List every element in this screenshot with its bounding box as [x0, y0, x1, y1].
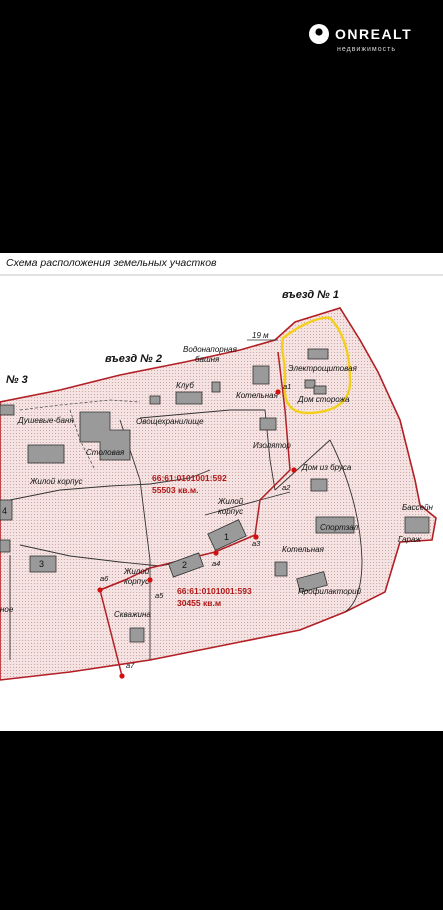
point-label-a5: а5: [155, 591, 164, 600]
building-electroshchitovaya: [307, 348, 329, 360]
label-kotelnaya-top: Котельная: [236, 391, 279, 400]
point-a5: [147, 577, 153, 583]
label-skvazhina: Скважина: [114, 610, 151, 619]
buildings: [0, 348, 430, 643]
point-label-a6: а6: [100, 574, 109, 583]
entrance-1: въезд № 1: [282, 289, 339, 301]
boundary-points: [97, 389, 297, 679]
point-label-a3: а3: [252, 539, 261, 548]
building-vodonapornaya: [211, 381, 221, 393]
building-stolovaya: [79, 411, 131, 461]
label-zhiloy-korpus-left: Жилой корпус: [29, 477, 83, 486]
building-stolovaya-annex: [27, 444, 65, 464]
label-bashnya: башня: [195, 355, 220, 364]
label-sportzal: Спортзал: [320, 523, 359, 532]
building-dom-storozha: [313, 385, 327, 395]
building-skvazhina: [129, 627, 145, 643]
label-zhiloy-low-1: Жилой: [123, 567, 150, 576]
watermark: ONREALT недвижимость: [309, 24, 412, 53]
watermark-brand: ONREALT: [335, 26, 412, 42]
point-label-a2: а2: [282, 483, 291, 492]
parcel-592-cadastral: 66:61:0101001:592: [152, 473, 227, 483]
building-number-3: 3: [39, 559, 44, 569]
label-dom-storozha: Дом сторожа: [297, 395, 350, 404]
parcel-593-area: 30455 кв.м: [177, 598, 221, 608]
label-basseyn: Бассейн: [402, 503, 434, 512]
point-a7: [119, 673, 125, 679]
building-number-4: 4: [2, 506, 7, 516]
building-klub: [175, 391, 203, 405]
map-title: Схема расположения земельных участков: [6, 257, 217, 269]
label-zhiloy-mid-2: корпус: [218, 507, 243, 516]
building-3: [29, 555, 57, 573]
building-number-2: 2: [182, 560, 187, 570]
distance-label: 19 м: [252, 331, 269, 340]
label-zhiloy-mid-1: Жилой: [217, 497, 244, 506]
highlight-dom-storozha: [280, 316, 352, 415]
label-electroshchitovaya: Электрощитовая: [288, 364, 358, 373]
entrance-3: № 3: [6, 374, 28, 386]
label-vodonapornaya: Водонапорная: [183, 345, 238, 354]
label-dom-iz-brusa: Дом из бруса: [301, 463, 352, 472]
building-kotelnaya-top: [252, 365, 270, 385]
label-izolyator: Изолятор: [253, 441, 291, 450]
label-zhiloy-low-2: корпус: [124, 577, 149, 586]
point-a4: [213, 550, 219, 556]
building-basseyn: [404, 516, 430, 534]
building-2: [168, 552, 204, 578]
point-label-a4: а4: [212, 559, 220, 568]
parcel-593-cadastral: 66:61:0101001:593: [177, 586, 252, 596]
point-a3: [253, 534, 259, 540]
label-garazh: Гараж: [398, 535, 421, 544]
label-kotelnaya-bottom: Котельная: [282, 545, 325, 554]
point-a2: [291, 467, 297, 473]
parcel-592-area: 55503 кв.м.: [152, 485, 199, 495]
point-label-a7: а7: [126, 661, 135, 670]
building-dom-iz-brusa: [310, 478, 328, 492]
point-a6: [97, 587, 103, 593]
label-dushevye: Душевые-баня: [17, 416, 74, 425]
building-sportzal: [315, 516, 355, 534]
label-profilaktoriy: Профилакторий: [298, 587, 362, 596]
label-stolovaya: Столовая: [86, 448, 125, 457]
building-number-1: 1: [224, 532, 229, 542]
label-partial-left: ное: [0, 605, 14, 614]
watermark-subtitle: недвижимость: [337, 46, 396, 53]
building-izolyator: [259, 417, 277, 431]
building-profilaktoriy: [296, 571, 328, 593]
label-klub: Клуб: [176, 381, 194, 390]
point-label-a1: а1: [283, 382, 291, 391]
entrance-2: въезд № 2: [105, 353, 162, 365]
building-1: [207, 519, 247, 551]
roads: [9, 409, 363, 660]
point-a1: [275, 389, 281, 395]
label-ovoshchekhranilishche: Овощехранилище: [136, 417, 204, 426]
